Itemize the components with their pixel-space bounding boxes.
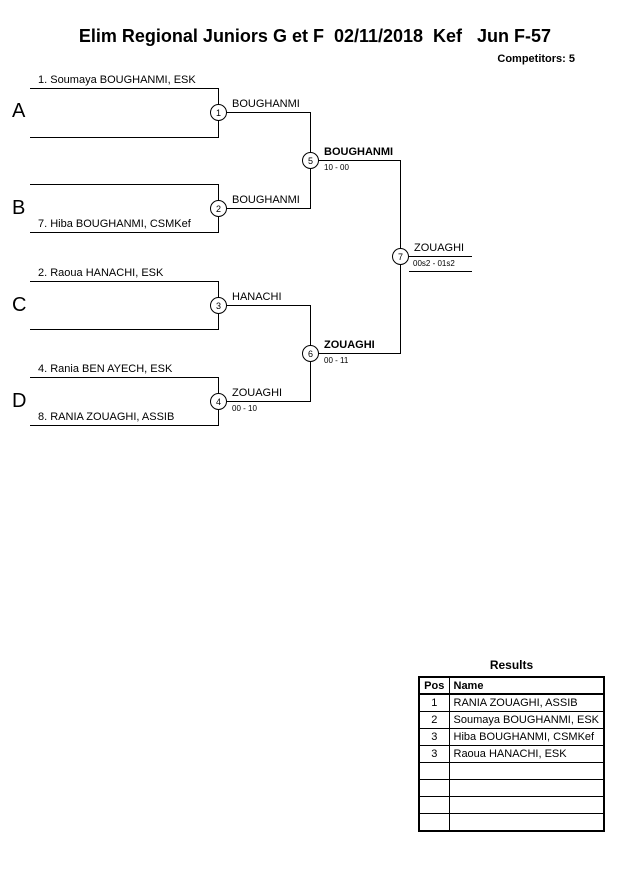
results-header-row: Pos Name	[418, 676, 605, 695]
match-c-bottom-line	[30, 329, 218, 330]
result-pos: 3	[418, 728, 450, 746]
table-row	[418, 762, 605, 780]
player-d-bottom: 8. RANIA ZOUAGHI, ASSIB	[38, 411, 175, 423]
table-row	[418, 813, 605, 832]
result-pos	[418, 813, 450, 832]
table-row: 1 RANIA ZOUAGHI, ASSIB	[418, 693, 605, 712]
match-node-2: 2	[210, 200, 227, 217]
result-name	[448, 796, 605, 814]
competitors-count: Competitors: 5	[497, 53, 575, 65]
match-d-bottom-line	[30, 425, 218, 426]
match-node-1: 1	[210, 104, 227, 121]
result-name: Soumaya BOUGHANMI, ESK	[448, 711, 605, 729]
match-d-top-line	[30, 377, 218, 378]
player-a-top: 1. Soumaya BOUGHANMI, ESK	[38, 74, 196, 86]
section-label-b: B	[12, 197, 26, 219]
match-a-bottom-line	[30, 137, 218, 138]
winner5-label: BOUGHANMI	[324, 146, 394, 158]
table-row: 2 Soumaya BOUGHANMI, ESK	[418, 711, 605, 729]
winner1-label: BOUGHANMI	[232, 98, 300, 110]
result-pos: 3	[418, 745, 450, 763]
result-name	[448, 762, 605, 780]
winner3-label: HANACHI	[232, 291, 282, 303]
section-label-a: A	[12, 100, 26, 122]
winner6-score: 00 - 11	[324, 356, 349, 365]
match-node-5: 5	[302, 152, 319, 169]
results-table: Pos Name 1 RANIA ZOUAGHI, ASSIB 2 Soumay…	[418, 676, 605, 832]
match-node-3: 3	[210, 297, 227, 314]
player-b-bottom: 7. Hiba BOUGHANMI, CSMKef	[38, 218, 191, 230]
table-row	[418, 779, 605, 797]
match-node-7: 7	[392, 248, 409, 265]
table-row: 3 Raoua HANACHI, ESK	[418, 745, 605, 763]
winner2-line	[227, 208, 310, 209]
final-underline	[409, 271, 472, 272]
result-pos: 1	[418, 693, 450, 712]
match-b-top-line	[30, 184, 218, 185]
winner4-label: ZOUAGHI	[232, 387, 283, 399]
match-b-bottom-line	[30, 232, 218, 233]
result-name	[448, 779, 605, 797]
section-label-c: C	[12, 294, 27, 316]
table-row	[418, 796, 605, 814]
result-name: RANIA ZOUAGHI, ASSIB	[448, 693, 605, 712]
match-node-4: 4	[210, 393, 227, 410]
winner3-line	[227, 305, 310, 306]
results-heading: Results	[489, 658, 534, 672]
winner1-line	[227, 112, 310, 113]
result-name: Raoua HANACHI, ESK	[448, 745, 605, 763]
winner2-label: BOUGHANMI	[232, 194, 300, 206]
match-node-6: 6	[302, 345, 319, 362]
results-col-name: Name	[448, 676, 605, 695]
result-name	[448, 813, 605, 832]
winner4-line	[227, 401, 310, 402]
winner5-score: 10 - 00	[324, 163, 349, 172]
page-title: Elim Regional Juniors G et F 02/11/2018 …	[78, 26, 552, 46]
winner7-line	[409, 256, 472, 257]
match-a-top-line	[30, 88, 218, 89]
player-c-top: 2. Raoua HANACHI, ESK	[38, 267, 164, 279]
player-d-top: 4. Rania BEN AYECH, ESK	[38, 363, 173, 375]
table-row: 3 Hiba BOUGHANMI, CSMKef	[418, 728, 605, 746]
winner6-label: ZOUAGHI	[324, 339, 375, 351]
winner7-score: 00s2 - 01s2	[413, 259, 455, 268]
result-pos: 2	[418, 711, 450, 729]
winner7-label: ZOUAGHI	[414, 242, 465, 254]
match-c-top-line	[30, 281, 218, 282]
result-pos	[418, 779, 450, 797]
result-pos	[418, 762, 450, 780]
winner4-score: 00 - 10	[232, 404, 257, 413]
result-name: Hiba BOUGHANMI, CSMKef	[448, 728, 605, 746]
result-pos	[418, 796, 450, 814]
winner5-line	[319, 160, 400, 161]
results-col-pos: Pos	[418, 676, 450, 695]
section-label-d: D	[12, 390, 27, 412]
winner6-line	[319, 353, 400, 354]
